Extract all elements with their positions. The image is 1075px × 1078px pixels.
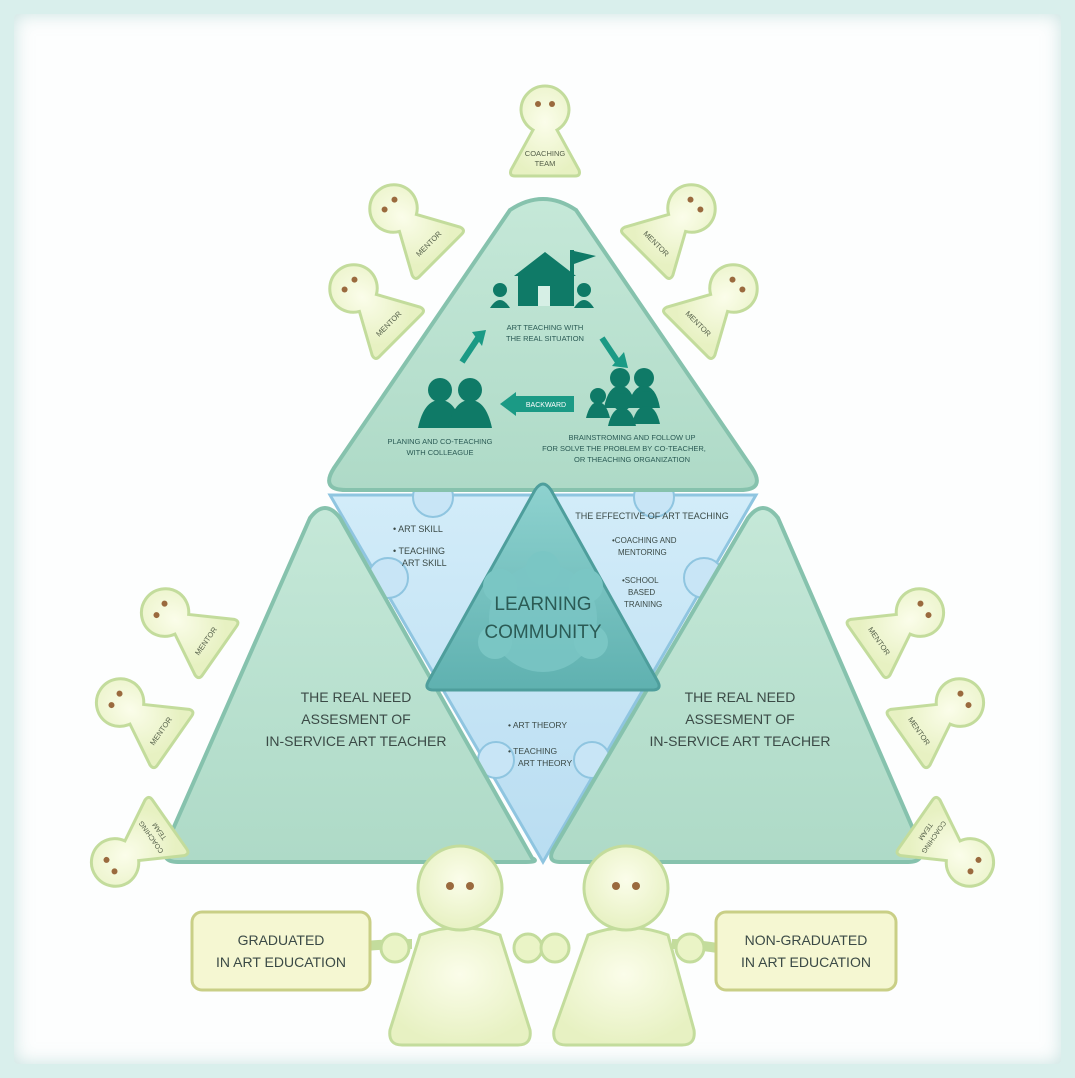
right-panel-line3: IN-SERVICE ART TEACHER (649, 733, 830, 749)
real-situation-line1: ART TEACHING WITH (507, 323, 584, 332)
real-situation-line2: THE REAL SITUATION (506, 334, 584, 343)
pawn-label: COACHING (525, 149, 566, 158)
two-persons-icon (418, 378, 492, 428)
pawn-mentor: MENTOR (310, 245, 427, 362)
pawn-mentor: MENTOR (124, 569, 241, 681)
learning-community-badge (478, 551, 608, 672)
arrow-down-icon (599, 336, 628, 368)
non-graduated-box (714, 910, 898, 992)
left-panel-line2: ASSESMENT OF (301, 711, 410, 727)
graduated-box (190, 910, 372, 992)
pawn-mentor: MENTOR (79, 659, 196, 771)
group-persons-icon (586, 368, 660, 426)
center-title-line1: LEARNING (494, 594, 591, 615)
right-blue-bullet2c: TRAINING (624, 600, 662, 609)
left-blue-bullet1: • ART SKILL (393, 524, 443, 534)
left-panel-line1: THE REAL NEED (301, 689, 412, 705)
left-blue-bullet2b: ART SKILL (402, 558, 447, 568)
house-icon (514, 252, 576, 306)
graduated-line1: GRADUATED (238, 932, 325, 948)
backward-arrow-icon (500, 392, 574, 416)
pawn-label: TEAM (535, 159, 556, 168)
left-panel-line3: IN-SERVICE ART TEACHER (265, 733, 446, 749)
brainstorming-line2: FOR SOLVE THE PROBLEM BY CO-TEACHER, (542, 444, 706, 453)
backward-label: BACKWARD (526, 402, 566, 409)
pawn-coaching-team-left: COACHING TEAM (74, 794, 191, 906)
pawn-mentor: MENTOR (844, 569, 961, 681)
planing-line1: PLANING AND CO-TEACHING (387, 437, 492, 446)
right-blue-bullet2a: •SCHOOL (622, 576, 659, 585)
right-blue-bullet1a: •COACHING AND (612, 536, 677, 545)
brainstorming-line1: BRAINSTROMING AND FOLLOW UP (568, 433, 695, 442)
brainstorming-line3: OR THEACHING ORGANIZATION (574, 455, 690, 464)
non-graduated-line1: NON-GRADUATED (745, 932, 868, 948)
small-person-icon-right (574, 283, 594, 308)
arrow-up-icon (459, 330, 486, 364)
center-title-line2: COMMUNITY (484, 622, 601, 643)
right-blue-bullet2b: BASED (628, 588, 655, 597)
left-blue-bullet2a: • TEACHING (393, 546, 445, 556)
flag-icon (570, 250, 596, 306)
right-panel-line1: THE REAL NEED (685, 689, 796, 705)
bottom-blue-bullet2a: • TEACHING (508, 746, 557, 756)
character-right (539, 844, 741, 1047)
pawn-mentor: MENTOR (350, 165, 467, 282)
pawn-coaching-team-top: COACHING TEAM (509, 84, 581, 178)
right-panel-line2: ASSESMENT OF (685, 711, 794, 727)
small-person-icon-left (490, 283, 510, 308)
pawn-coaching-team-right: COACHING TEAM (894, 794, 1011, 906)
right-blue-heading: THE EFFECTIVE OF ART TEACHING (575, 511, 729, 521)
bottom-blue-bullet1: • ART THEORY (508, 720, 567, 730)
planing-line2: WITH COLLEAGUE (406, 448, 473, 457)
pawn-mentor: MENTOR (618, 165, 735, 282)
pawn-mentor: MENTOR (660, 245, 777, 362)
non-graduated-line2: IN ART EDUCATION (741, 954, 871, 970)
bottom-blue-bullet2b: ART THEORY (518, 758, 572, 768)
right-blue-bullet1b: MENTORING (618, 548, 667, 557)
pawn-mentor: MENTOR (884, 659, 1001, 771)
graduated-line2: IN ART EDUCATION (216, 954, 346, 970)
